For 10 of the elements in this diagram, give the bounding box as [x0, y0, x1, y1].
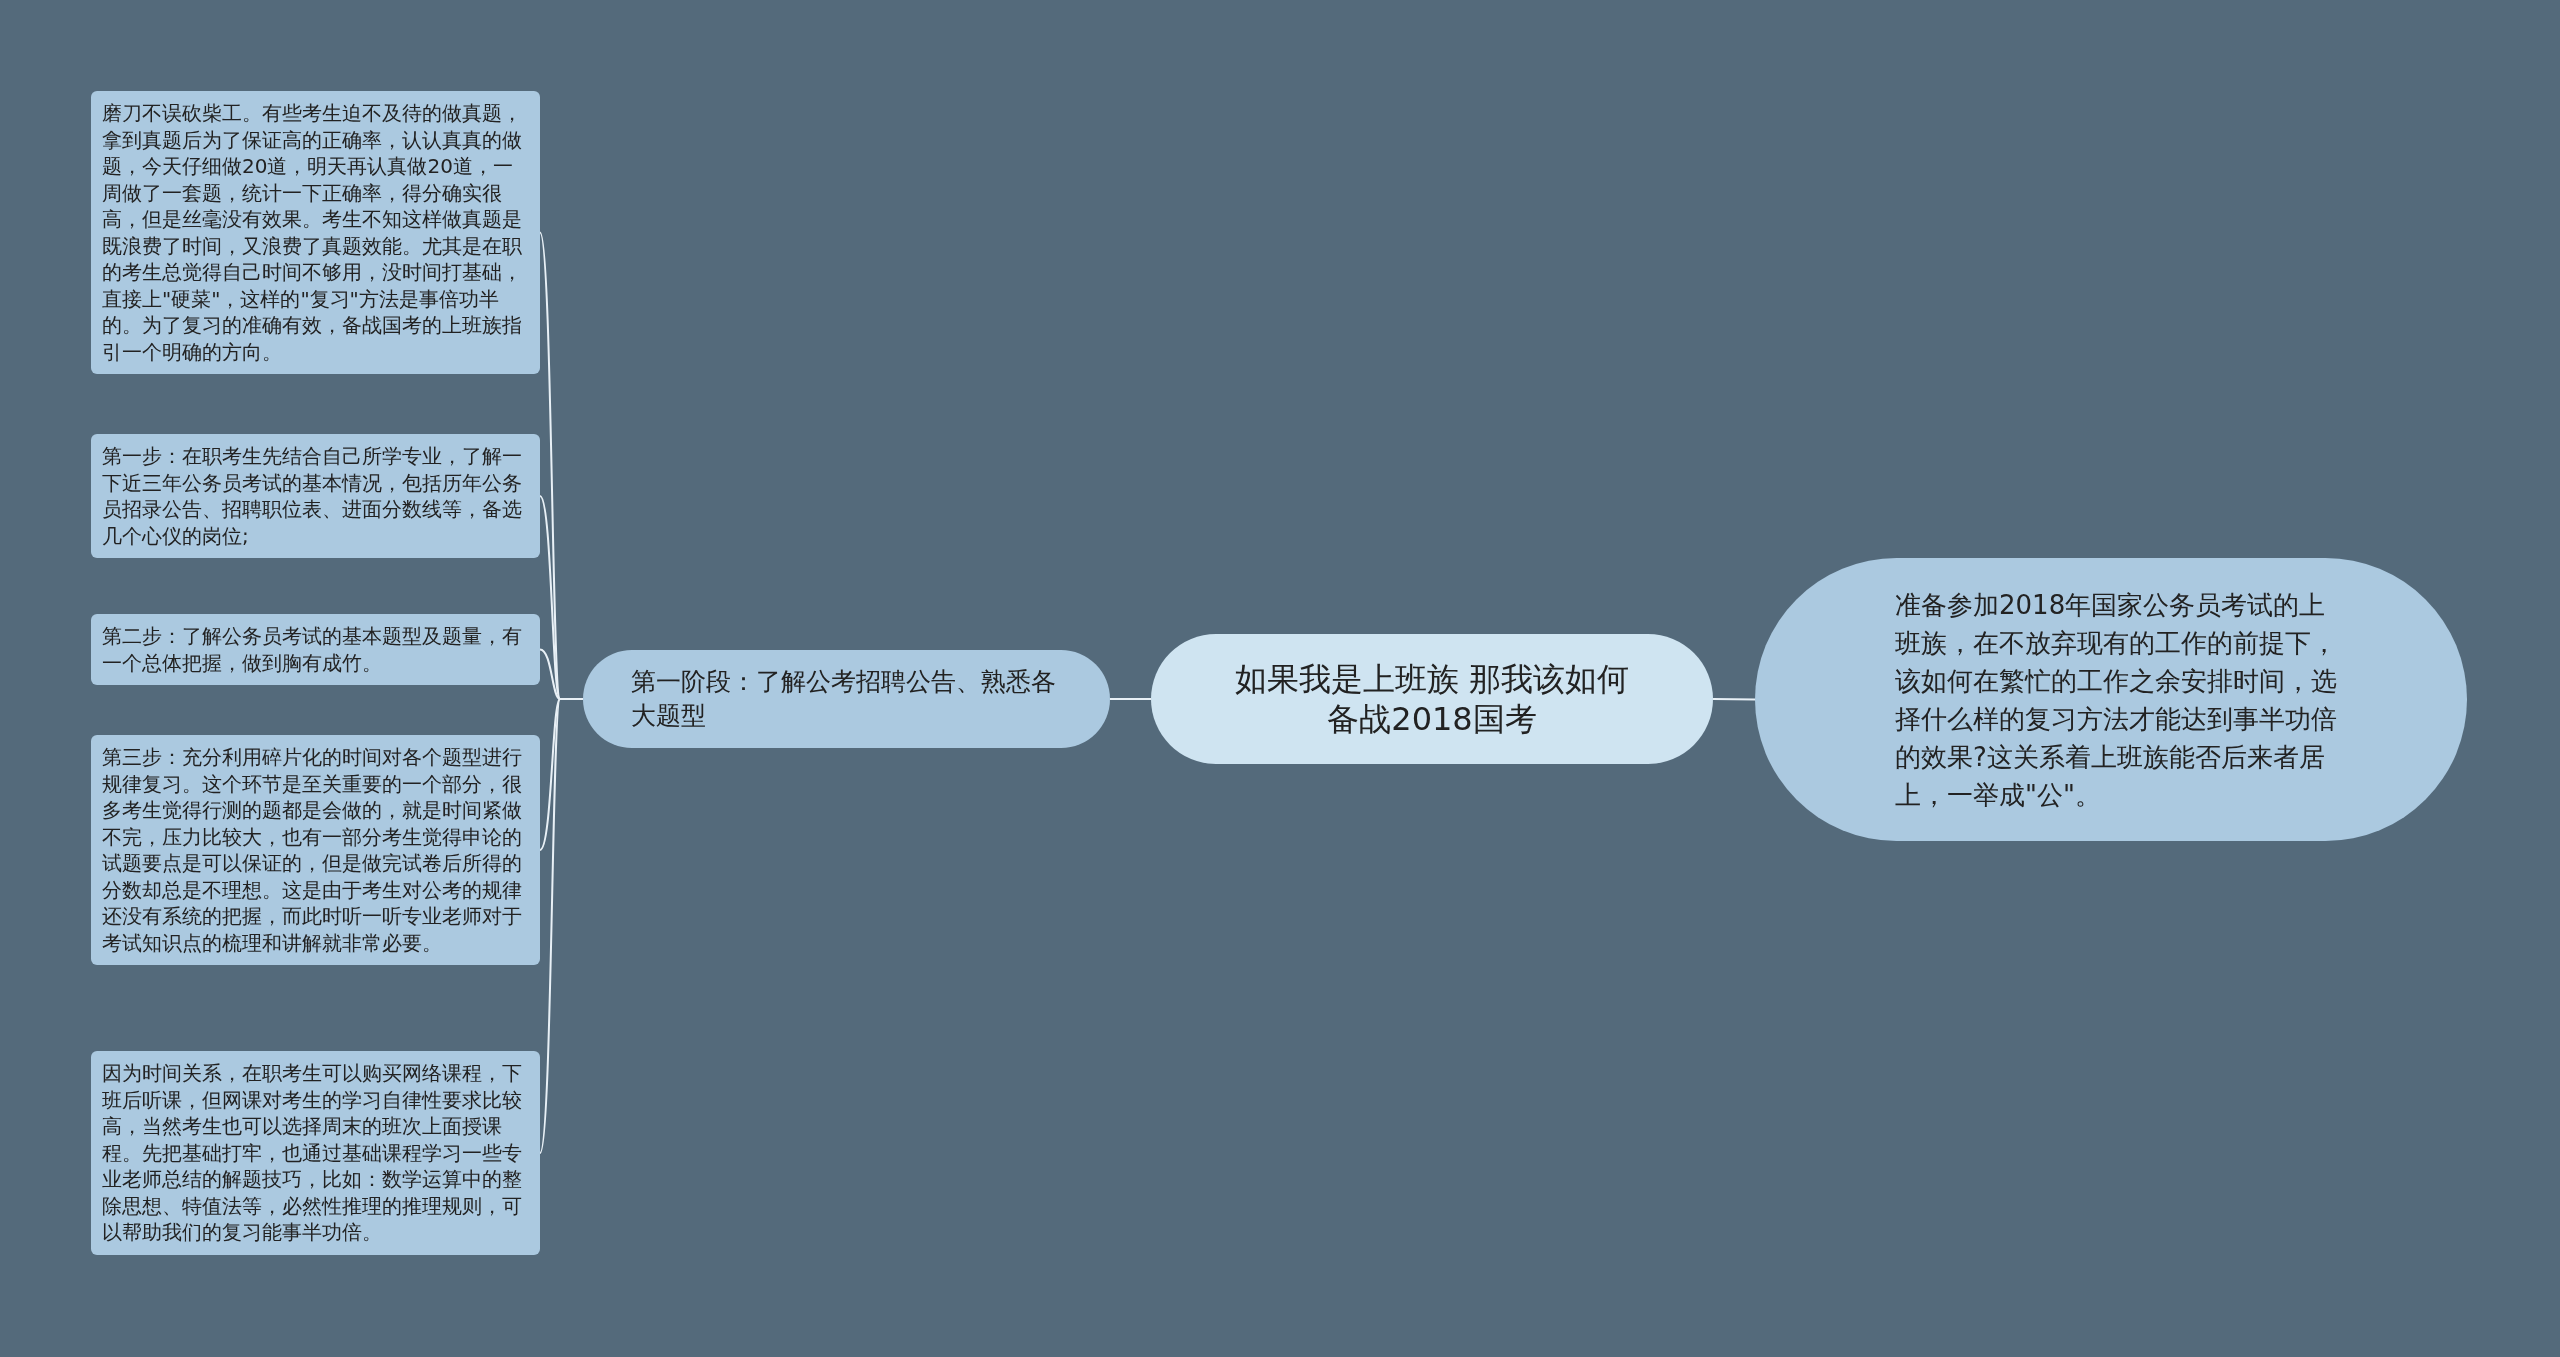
connector-line	[1109, 698, 1152, 700]
note-card: 第三步：充分利用碎片化的时间对各个题型进行规律复习。这个环节是至关重要的一个部分，很多考生觉得行测的题都是会做的，就是时间紧做不完，压力比较大，也有一部分考生觉得申论的试题要点是可以保证的，但是做完试卷后所得的分数却总是不理想。这是由于考生对公考的规律还没有系统的把握，而此时听一听专业老师对于考试知识点的梳理和讲解就非常必要。	[91, 735, 540, 965]
note-card: 第二步：了解公务员考试的基本题型及题量，有一个总体把握，做到胸有成竹。	[91, 614, 540, 685]
topic-bubble: 准备参加2018年国家公务员考试的上班族，在不放弃现有的工作的前提下，该如何在繁忙的工作之余安排时间，选择什么样的复习方法才能达到事半功倍的效果?这关系着上班族能否后来者居上，一举成"公"。	[1755, 558, 2467, 841]
note-card: 磨刀不误砍柴工。有些考生迫不及待的做真题，拿到真题后为了保证高的正确率，认认真真的做题，今天仔细做20道，明天再认真做20道，一周做了一套题，统计一下正确率，得分确实很高，但是丝毫没有效果。考生不知这样做真题是既浪费了时间，又浪费了真题效能。尤其是在职的考生总觉得自己时间不够用，没时间打基础，直接上"硬菜"，这样的"复习"方法是事倍功半的。为了复习的准确有效，备战国考的上班族指引一个明确的方向。	[91, 91, 540, 374]
note-card: 第一步：在职考生先结合自己所学专业，了解一下近三年公务员考试的基本情况，包括历年公务员招录公告、招聘职位表、进面分数线等，备选几个心仪的岗位;	[91, 434, 540, 558]
central-topic: 如果我是上班族 那我该如何备战2018国考	[1151, 634, 1713, 764]
connector-line	[1712, 698, 1756, 701]
branch-topic: 第一阶段：了解公考招聘公告、熟悉各大题型	[583, 650, 1110, 748]
note-card: 因为时间关系，在职考生可以购买网络课程，下班后听课，但网课对考生的学习自律性要求比较高，当然考生也可以选择周末的班次上面授课程。先把基础打牢，也通过基础课程学习一些专业老师总结的解题技巧，比如：数学运算中的整除思想、特值法等，必然性推理的推理规则，可以帮助我们的复习能事半功倍。	[91, 1051, 540, 1255]
